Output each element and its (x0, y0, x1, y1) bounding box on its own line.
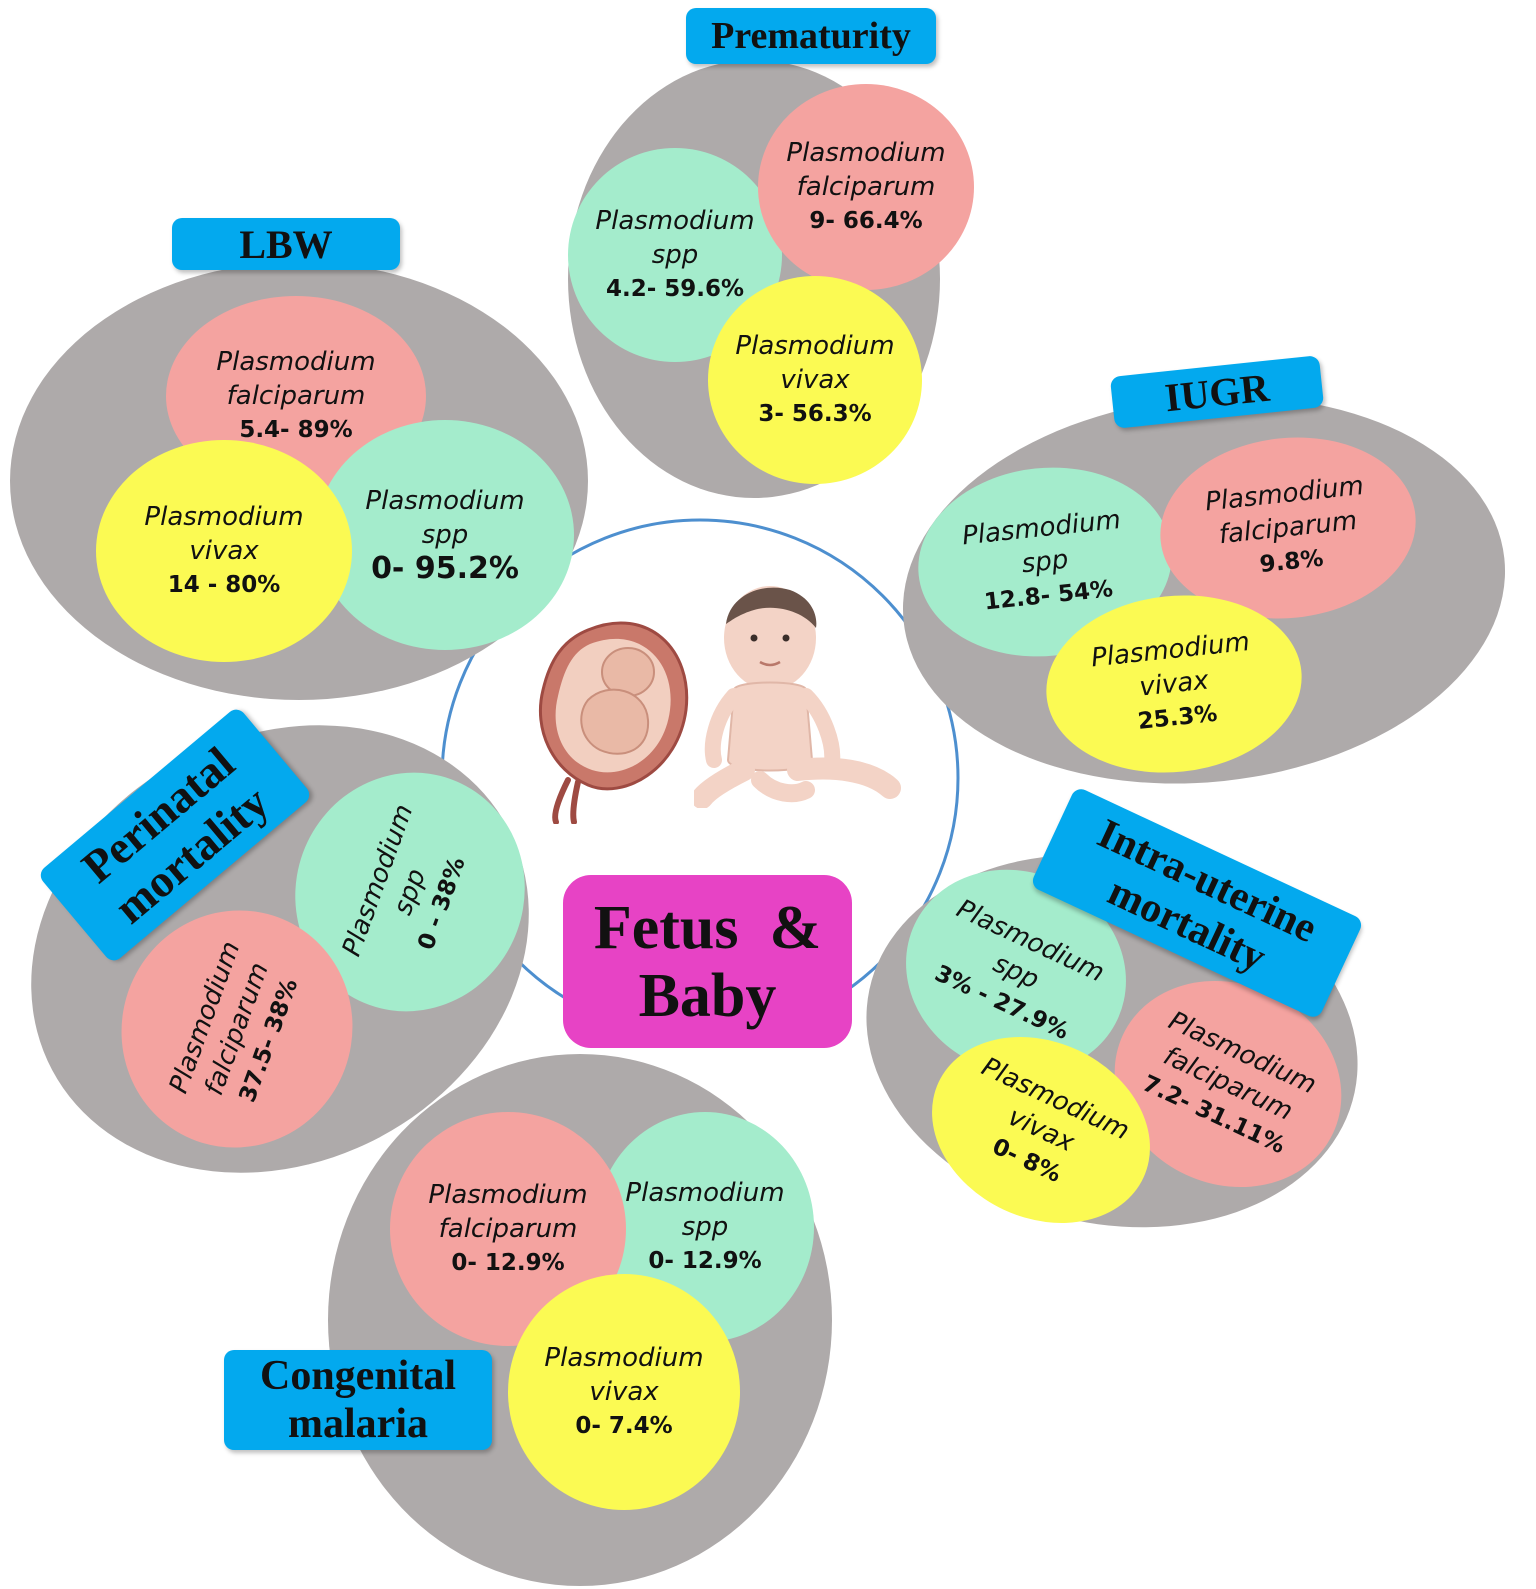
percent-range: 25.3% (1136, 700, 1219, 735)
species-name: Plasmodium (365, 486, 525, 516)
label-prematurity: Prematurity (686, 8, 936, 64)
percent-range: 9- 66.4% (809, 208, 923, 234)
species-name: falciparum (796, 172, 936, 202)
percent-range: 0- 7.4% (575, 1413, 673, 1439)
bubble-falciparum: Plasmodium falciparum 9- 66.4% (758, 84, 974, 290)
percent-range: 4.2- 59.6% (605, 276, 745, 302)
baby-icon (694, 586, 901, 808)
percent-range: 0- 12.9% (648, 1248, 762, 1274)
label-lbw: LBW (172, 218, 400, 270)
species-name: spp (651, 240, 699, 270)
fetus-in-uterus-icon (538, 621, 689, 824)
center-label: Fetus & Baby (563, 875, 852, 1048)
bubble-vivax: Plasmodium vivax 0- 7.4% (508, 1274, 740, 1510)
species-name: Plasmodium (216, 347, 376, 377)
species-name: Plasmodium (735, 331, 895, 361)
percent-range: 0- 95.2% (371, 551, 519, 586)
label-line: malaria (288, 1401, 428, 1447)
bubble-vivax: Plasmodium vivax 3- 56.3% (708, 276, 922, 484)
percent-range: 12.8- 54% (982, 576, 1115, 616)
species-name: Plasmodium (595, 206, 755, 236)
percent-range: 9.8% (1258, 545, 1325, 579)
species-name: spp (1020, 544, 1070, 580)
species-name: Plasmodium (786, 138, 946, 168)
percent-range: 0- 12.9% (451, 1250, 565, 1276)
center-line-1: Fetus & (593, 893, 822, 962)
percent-range: 14 - 80% (167, 572, 281, 598)
species-name: spp (681, 1212, 729, 1242)
bubble-spp: Plasmodium spp 0- 95.2% (316, 420, 574, 650)
species-name: vivax (189, 536, 259, 566)
species-name: Plasmodium (544, 1343, 704, 1373)
bubble-spp: Plasmodium spp 4.2- 59.6% (568, 148, 782, 362)
species-name: Plasmodium (144, 502, 304, 532)
center-line-2: Baby (638, 961, 777, 1030)
species-name: Plasmodium (625, 1178, 785, 1208)
species-name: spp (421, 520, 469, 550)
label-line: Congenital (259, 1353, 456, 1399)
species-name: vivax (780, 365, 850, 395)
percent-range: 5.4- 89% (239, 417, 353, 443)
label-congenital-malaria: Congenital malaria (224, 1350, 492, 1450)
species-name: vivax (589, 1377, 659, 1407)
species-name: falciparum (226, 381, 366, 411)
species-name: falciparum (438, 1214, 578, 1244)
bubble-vivax: Plasmodium vivax 14 - 80% (96, 440, 352, 662)
percent-range: 3- 56.3% (758, 401, 872, 427)
species-name: Plasmodium (428, 1180, 588, 1210)
